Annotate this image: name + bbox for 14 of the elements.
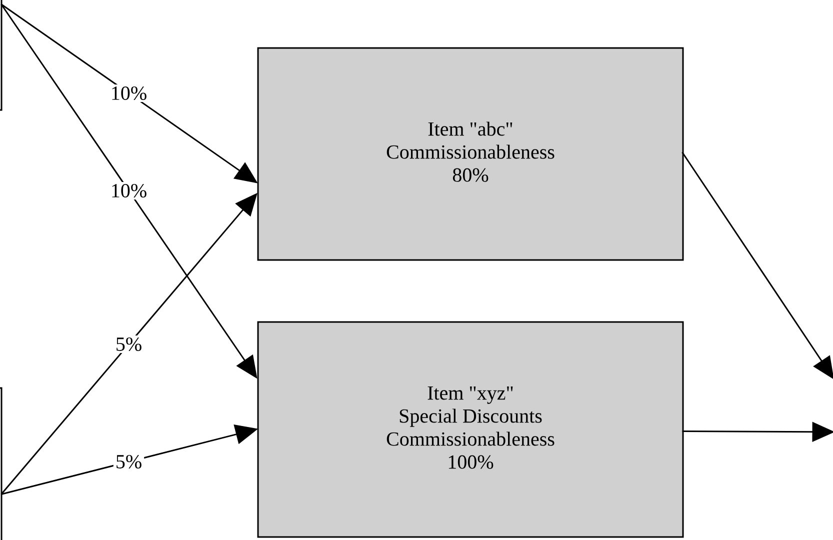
edge-label: 5% bbox=[113, 452, 144, 471]
arrow bbox=[0, 424, 257, 495]
arrow bbox=[0, 193, 257, 495]
edge-label: 5% bbox=[113, 335, 144, 354]
partial-box bbox=[0, 387, 2, 540]
process-box: Item "abc" Commissionableness 80% bbox=[257, 47, 684, 261]
arrow bbox=[682, 151, 833, 379]
partial-box bbox=[0, 0, 2, 111]
arrow bbox=[0, 4, 257, 183]
edge-label: 10% bbox=[108, 84, 150, 102]
arrow bbox=[682, 422, 833, 442]
arrow bbox=[0, 4, 257, 378]
edge-label: 10% bbox=[108, 182, 150, 200]
process-box: Item "xyz" Special Discounts Commissionableness 100% bbox=[257, 321, 684, 538]
